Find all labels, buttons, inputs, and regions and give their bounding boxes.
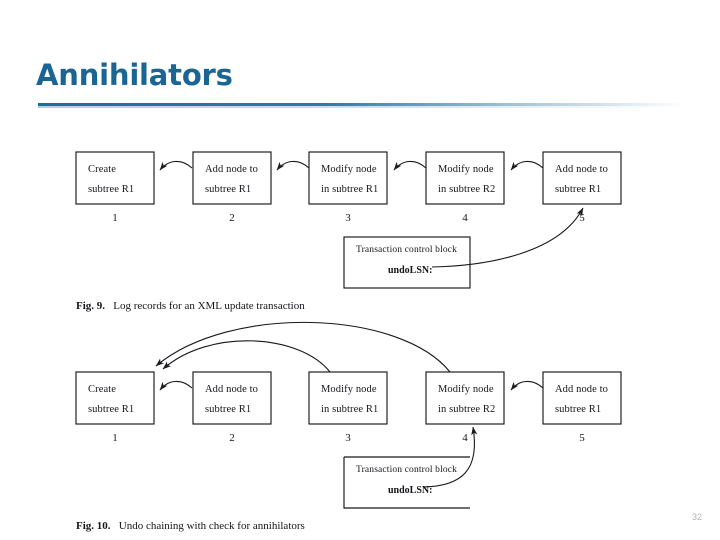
fig9-log-box-2-line1: Add node to [205, 164, 259, 175]
fig10-log-box-1: Create subtree R1 [88, 380, 134, 421]
fig10-log-box-3-line2: in subtree R1 [321, 404, 379, 416]
fig9-log-box-3: Modify node in subtree R1 [321, 160, 378, 201]
fig10-control-block-title: Transaction control block [356, 465, 458, 475]
fig10-box-index-5: 5 [579, 432, 585, 444]
fig10-box-index-4: 4 [462, 432, 468, 444]
fig9-log-box-5-line2: subtree R1 [555, 184, 602, 196]
fig9-box-index-3: 3 [345, 212, 351, 224]
fig10-log-box-5: Add node to subtree R1 [555, 380, 608, 421]
title-divider [38, 103, 686, 106]
fig9-log-box-2: Add node to subtree R1 [205, 160, 258, 201]
fig9-log-box-4: Modify node in subtree R2 [438, 160, 495, 201]
fig9-log-box-3-line2: in subtree R1 [321, 184, 379, 196]
title-divider-shadow [38, 106, 686, 108]
fig10-log-box-4: Modify node in subtree R2 [438, 380, 495, 421]
fig9-box-index-5: 5 [579, 212, 585, 224]
fig10-control-block-undolsn: undoLSN: [388, 485, 433, 496]
fig10-caption-label: Fig. 10. [76, 520, 111, 532]
fig10-log-box-4-line1: Modify node [438, 384, 494, 395]
fig10-log-box-2: Add node to subtree R1 [205, 380, 258, 421]
fig10-log-box-3: Modify node in subtree R1 [321, 380, 378, 421]
fig9-log-box-5: Add node to subtree R1 [555, 160, 608, 201]
fig10-log-box-1-line1: Create [88, 384, 116, 395]
fig10-log-box-2-line1: Add node to [205, 384, 259, 395]
fig9-log-box-2-line2: subtree R1 [205, 184, 252, 196]
fig9-box-index-4: 4 [462, 212, 468, 224]
fig10-undolsn-pointer [423, 426, 478, 488]
fig9-log-box-4-line1: Modify node [438, 164, 494, 175]
fig10-log-box-5-line2: subtree R1 [555, 404, 602, 416]
fig10-log-box-3-line1: Modify node [321, 384, 377, 395]
fig9-caption-text: Log records for an XML update transactio… [113, 300, 305, 312]
fig9-control-block-title: Transaction control block [356, 245, 458, 255]
figure-area: Create subtree R1 Add node to subtree R1… [0, 120, 720, 540]
fig10-caption-text: Undo chaining with check for annihilator… [118, 520, 305, 532]
fig9-box-index-2: 2 [229, 212, 235, 224]
fig9-log-box-1: Create subtree R1 [88, 160, 134, 201]
fig10-undo-chain-arrows [155, 321, 544, 391]
fig10-log-box-2-line2: subtree R1 [205, 404, 252, 416]
fig9-log-box-1-line2: subtree R1 [88, 184, 135, 196]
fig10-log-box-1-line2: subtree R1 [88, 404, 135, 416]
fig9-box-index-1: 1 [112, 212, 118, 224]
fig10-control-block-frame [343, 456, 470, 509]
page-title: Annihilators [36, 58, 233, 92]
fig9-caption: Fig. 9. Log records for an XML update tr… [76, 300, 305, 312]
fig10-box-index-2: 2 [229, 432, 235, 444]
fig9-boxes [75, 151, 622, 205]
fig9-log-box-3-line1: Modify node [321, 164, 377, 175]
fig9-control-block-undolsn: undoLSN: [388, 265, 433, 276]
fig9-control-block-frame [343, 236, 471, 289]
fig10-log-box-4-line2: in subtree R2 [438, 404, 496, 416]
fig9-caption-label: Fig. 9. [76, 300, 106, 312]
fig10-caption: Fig. 10. Undo chaining with check for an… [76, 520, 305, 532]
fig10-box-index-3: 3 [345, 432, 351, 444]
fig9-log-box-1-line1: Create [88, 164, 116, 175]
page-number: 32 [691, 512, 702, 522]
fig9-log-box-4-line2: in subtree R2 [438, 184, 496, 196]
diagram-strokes [75, 151, 622, 509]
fig9-log-box-5-line1: Add node to [555, 164, 609, 175]
fig9-undolsn-pointer [431, 207, 584, 268]
fig10-log-box-5-line1: Add node to [555, 384, 609, 395]
fig9-undo-chain-arrows [159, 160, 544, 171]
fig10-boxes [75, 371, 622, 425]
fig10-box-index-1: 1 [112, 432, 118, 444]
